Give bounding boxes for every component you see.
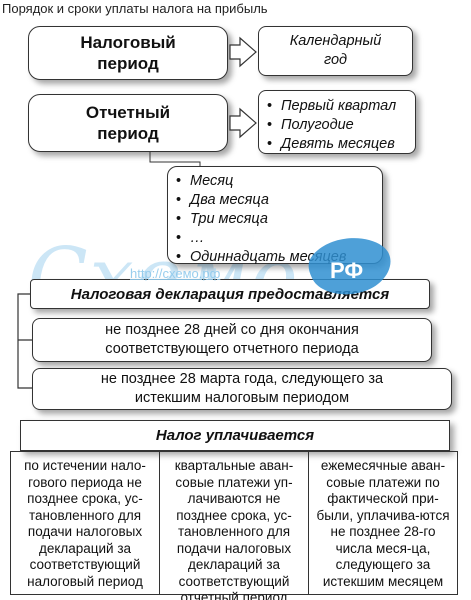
watermark-badge: РФ — [330, 258, 364, 283]
payment-title: Налог уплачивается — [155, 427, 315, 444]
tax-period-value-box: Календарный год — [258, 26, 413, 76]
reporting-period-item: Девять месяцев — [265, 135, 411, 154]
monthly-period-item: Месяц — [174, 172, 378, 191]
monthly-period-item: … — [174, 229, 378, 248]
payment-column-quarterly: квартальные аван-совые платежи уп-лачива… — [160, 452, 309, 600]
payment-banner: Налог уплачивается — [20, 420, 450, 451]
declaration-banner: Налоговая декларация предоставляется — [30, 279, 430, 309]
declaration-deadline-reporting: не позднее 28 дней со дня окончания соот… — [32, 318, 432, 362]
payment-column-text: квартальные аван-совые платежи уп-лачива… — [174, 458, 294, 600]
diagram-caption: Порядок и сроки уплаты налога на прибыль — [2, 1, 268, 16]
tax-period-label: Налоговый период — [80, 33, 176, 73]
declaration-deadline-reporting-text: не позднее 28 дней со дня окончания соот… — [105, 322, 359, 357]
reporting-period-list: Первый квартал Полугодие Девять месяцев — [265, 97, 411, 154]
payment-column-monthly: ежемесячные аван-совые платежи по фактич… — [309, 452, 457, 594]
connector-reporting-monthly — [149, 152, 201, 166]
payment-column-text: по истечении нало-гового периода не позд… — [24, 458, 146, 589]
reporting-period-box: Отчетный период — [28, 94, 228, 152]
arrow-reporting-period — [229, 107, 257, 139]
declaration-deadline-tax-text: не позднее 28 марта года, следующего за … — [100, 371, 384, 406]
watermark-url: http://схемо.рф — [130, 266, 221, 281]
monthly-periods-list: Месяц Два месяца Три месяца … Одиннадцат… — [174, 172, 378, 267]
tax-period-value: Календарный год — [289, 33, 382, 68]
payment-column-annual: по истечении нало-гового периода не позд… — [11, 452, 160, 594]
reporting-period-label: Отчетный период — [85, 103, 171, 143]
declaration-deadline-tax: не позднее 28 марта года, следующего за … — [32, 368, 452, 410]
payment-column-text: ежемесячные аван-совые платежи по фактич… — [316, 458, 450, 589]
monthly-period-item: Два месяца — [174, 191, 378, 210]
reporting-period-item: Полугодие — [265, 116, 411, 135]
declaration-title: Налоговая декларация предоставляется — [70, 285, 390, 303]
monthly-period-item: Одиннадцать месяцев — [174, 248, 378, 267]
tax-period-box: Налоговый период — [28, 26, 228, 80]
monthly-period-item: Три месяца — [174, 210, 378, 229]
reporting-period-item: Первый квартал — [265, 97, 411, 116]
monthly-periods-box: Месяц Два месяца Три месяца … Одиннадцат… — [167, 166, 383, 267]
payment-table: по истечении нало-гового периода не позд… — [10, 451, 458, 600]
arrow-tax-period — [229, 36, 257, 68]
reporting-period-list-box: Первый квартал Полугодие Девять месяцев — [258, 90, 416, 154]
